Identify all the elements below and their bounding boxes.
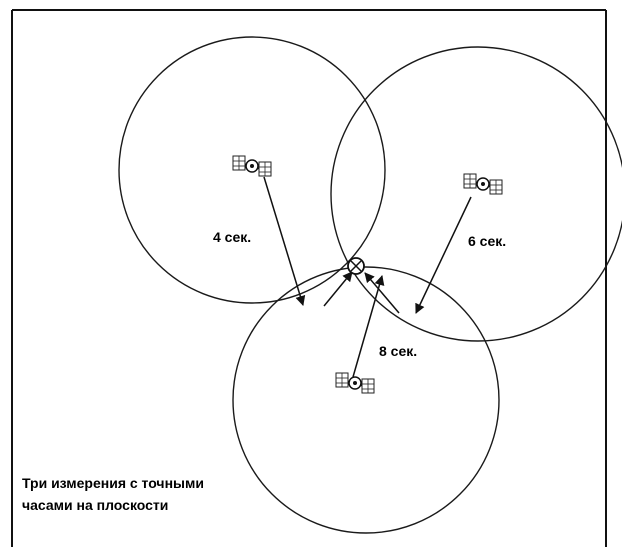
range-arrow-left [263, 176, 353, 307]
x-circle-icon [347, 257, 365, 275]
caption-line-1: Три измерения с точными [22, 475, 204, 491]
time-label-right: 6 сек. [468, 233, 506, 249]
satellite-icon [335, 372, 375, 394]
time-label-left: 4 сек. [213, 229, 251, 245]
range-circle-bottom [232, 266, 500, 534]
range-arrow-right [364, 196, 472, 314]
satellite-icon [463, 173, 503, 195]
satellite-icon [232, 155, 272, 177]
caption-line-2: часами на плоскости [22, 497, 168, 513]
time-label-bottom: 8 сек. [379, 343, 417, 359]
range-circle-left [118, 36, 386, 304]
figure-frame [11, 9, 607, 547]
range-circle-right [330, 46, 622, 342]
range-arrow-bottom [352, 275, 385, 378]
